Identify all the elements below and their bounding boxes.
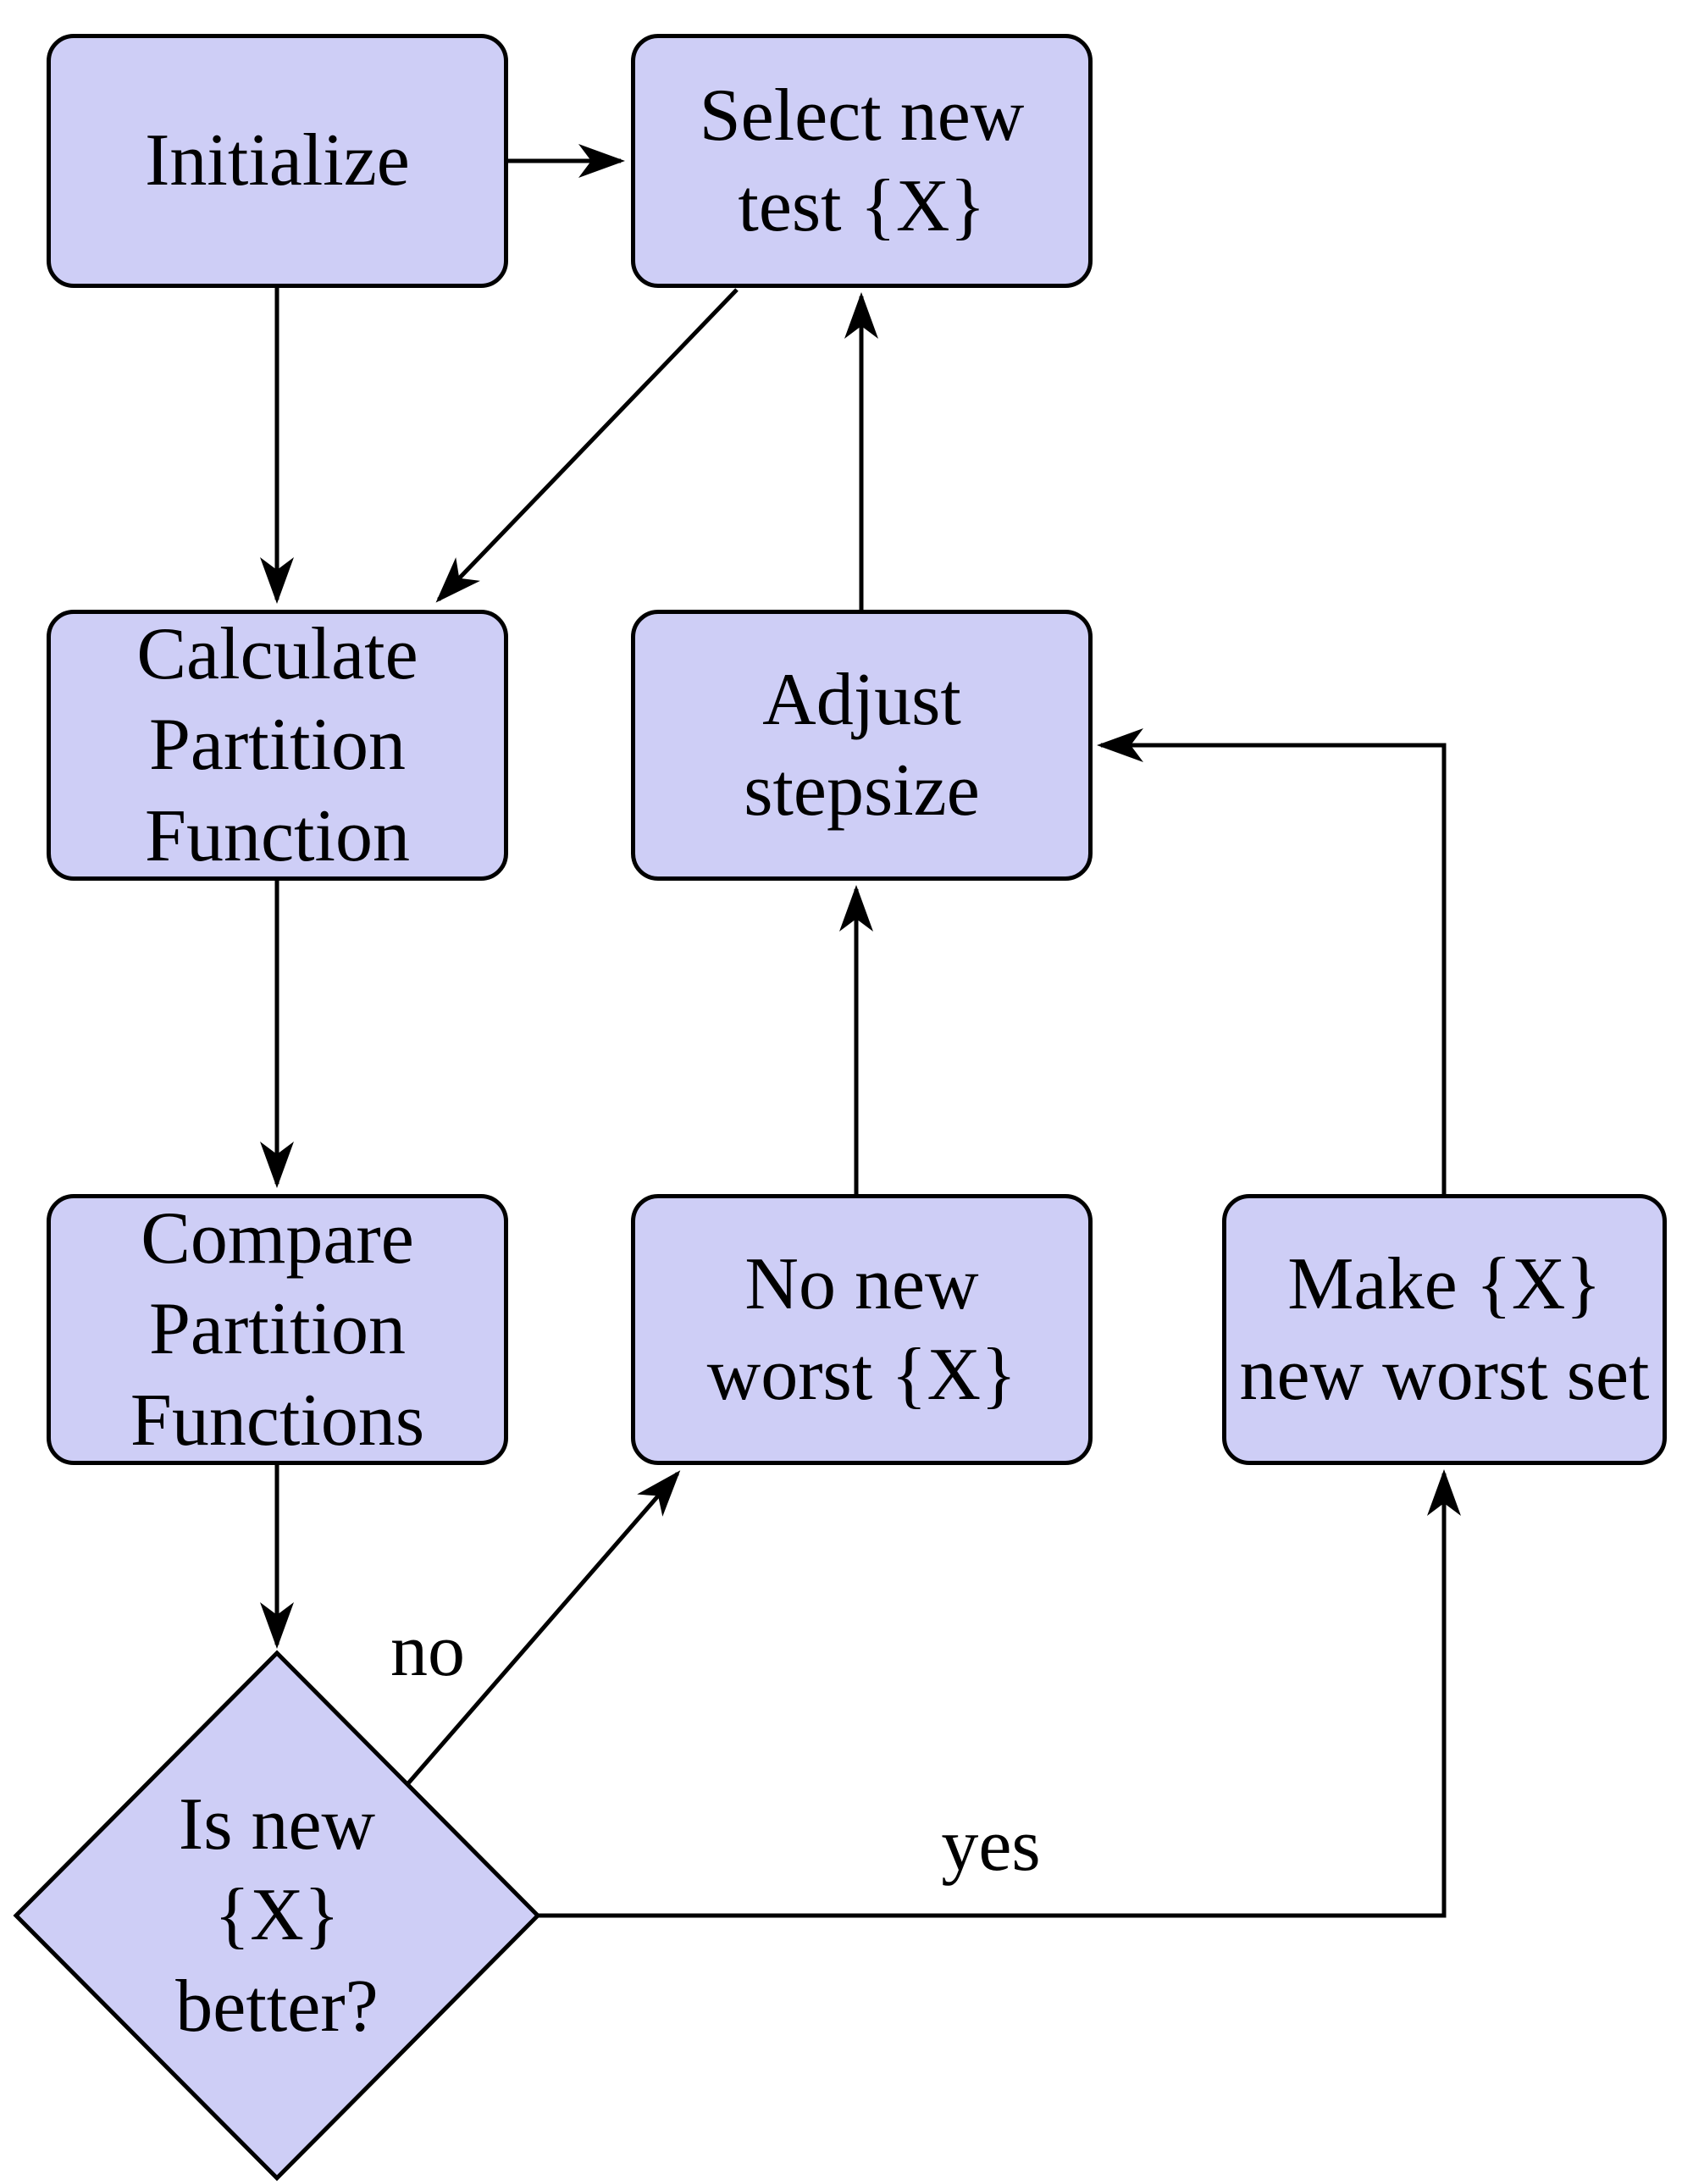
- edge-label-yes: yes: [941, 1805, 1041, 1887]
- edge-decision-yes-to-make-worst: [538, 1469, 1461, 1918]
- edge-decision-no-to-no-new-worst: [406, 1470, 681, 1786]
- edge-label-no: no: [390, 1610, 465, 1692]
- node-make-new-worst-set: Make {X} new worst set: [1222, 1194, 1667, 1465]
- node-calculate-partition-function: Calculate Partition Function: [47, 610, 508, 881]
- edge-make-worst-to-adjust: [1097, 728, 1447, 1194]
- edge-select-to-calculate: [435, 288, 739, 603]
- node-no-new-worst: No new worst {X}: [631, 1194, 1093, 1465]
- node-select-new-test: Select new test {X}: [631, 34, 1093, 288]
- node-decision-is-new-x-better: Is new {X} better?: [175, 1783, 379, 2048]
- node-compare-partition-functions: Compare Partition Functions: [47, 1194, 508, 1465]
- node-adjust-stepsize: Adjust stepsize: [631, 610, 1093, 881]
- node-initialize: Initialize: [47, 34, 508, 288]
